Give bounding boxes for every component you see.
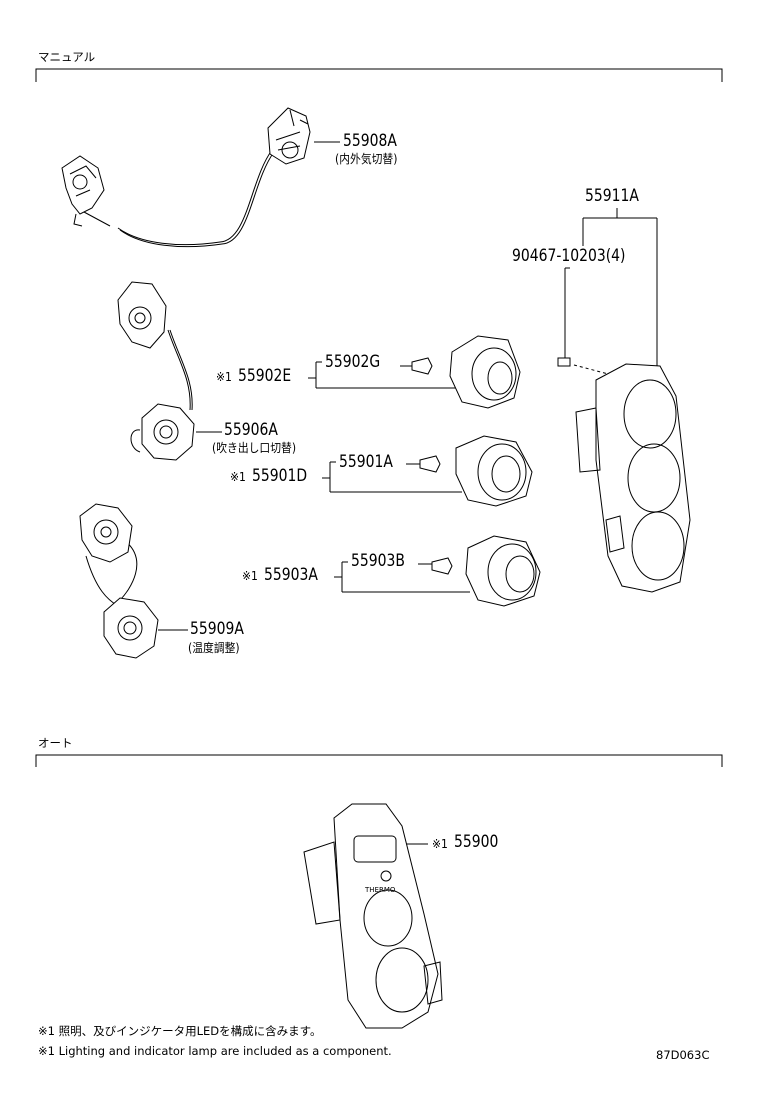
part-number-55900: 55900	[454, 832, 499, 852]
footnote-english: ※1 Lighting and indicator lamp are inclu…	[38, 1044, 392, 1058]
figure-code: 87D063C	[656, 1048, 710, 1062]
mark-55902E: ※1	[216, 370, 232, 384]
leader-lines	[158, 141, 658, 845]
part-desc-55906A: (吹き出し口切替)	[212, 441, 297, 455]
mark-55900: ※1	[432, 837, 448, 851]
part-number-55901A: 55901A	[339, 452, 393, 472]
section-label-auto: オート	[38, 736, 73, 750]
mark-55901D: ※1	[230, 470, 246, 484]
manual-section-frame	[35, 68, 723, 82]
control-panel-55911A	[557, 357, 691, 593]
part-number-55902E: 55902E	[238, 366, 292, 386]
knob-55903	[431, 535, 541, 607]
knob-55901	[419, 435, 533, 507]
part-number-55909A: 55909A	[190, 619, 244, 639]
part-number-90467-10203: 90467-10203(4)	[512, 246, 626, 266]
auto-section-frame	[35, 754, 723, 767]
auto-panel-55900	[303, 803, 443, 1029]
knob-55902	[411, 335, 521, 409]
part-number-55911A: 55911A	[585, 186, 639, 206]
part-desc-55908A: (内外気切替)	[335, 152, 398, 166]
part-number-55903A: 55903A	[264, 565, 318, 585]
part-number-55906A: 55906A	[224, 420, 278, 440]
part-number-55903B: 55903B	[351, 551, 405, 571]
cable-55908A	[61, 107, 311, 248]
part-number-55902G: 55902G	[325, 352, 381, 372]
mark-55903A: ※1	[242, 569, 258, 583]
footnote-japanese: ※1 照明、及びインジケータ用LEDを構成に含みます。	[38, 1024, 322, 1038]
part-desc-55909A: (温度調整)	[188, 641, 240, 655]
part-number-55901D: 55901D	[252, 466, 308, 486]
section-label-manual: マニュアル	[38, 50, 96, 64]
panel-brand-text: THERMO	[365, 886, 396, 894]
cable-55906A	[117, 281, 195, 461]
part-number-55908A: 55908A	[343, 131, 397, 151]
cable-55909A	[79, 503, 159, 659]
